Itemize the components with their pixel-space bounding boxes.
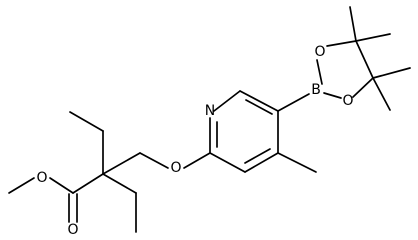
atom-o-ether: O	[170, 160, 181, 176]
bond-ch2-cq	[102, 152, 141, 175]
bond-c3-c2	[209, 152, 246, 173]
bond-b-o-upper	[316, 59, 323, 85]
bond-c4-c3-inner	[244, 148, 271, 164]
bond-o-lower-b	[323, 92, 342, 99]
bond-c4-c3	[244, 152, 279, 173]
bond-n-c6	[213, 90, 241, 112]
bond-o-ether-ch2	[139, 152, 169, 169]
bond-c-o-lower	[352, 77, 374, 98]
atom-o-ring-upper: O	[314, 44, 325, 60]
bond-c6-c5-inner	[245, 99, 273, 115]
bond-methyl-b	[355, 33, 391, 42]
bond-ch2-ch3-up	[69, 111, 104, 132]
atom-n: N	[205, 103, 215, 119]
bonds	[8, 6, 411, 233]
bond-methyl-a	[349, 6, 357, 42]
bond-o-ester-methyl	[8, 177, 35, 194]
atom-o-ester: O	[36, 170, 47, 186]
bond-c-c-ring	[355, 40, 374, 79]
bond-c6-c5	[239, 90, 279, 112]
bond-c4-methyl	[277, 152, 317, 173]
bond-cq-ccarbonyl	[72, 173, 104, 194]
atom-b: B	[311, 82, 321, 98]
bond-methyl-c	[372, 67, 411, 79]
atom-o-carbonyl: O	[67, 222, 78, 238]
bond-ccarbonyl-o-ester	[49, 177, 74, 194]
bond-c5-b	[277, 93, 310, 112]
atom-labels: N O O O B O O	[36, 44, 353, 238]
bond-o-upper-c	[326, 40, 357, 47]
bond-methyl-d	[372, 77, 391, 111]
atom-o-ring-lower: O	[342, 93, 353, 109]
bond-c2-o-ether	[183, 152, 211, 169]
bond-cq-ch2-down	[102, 173, 137, 194]
